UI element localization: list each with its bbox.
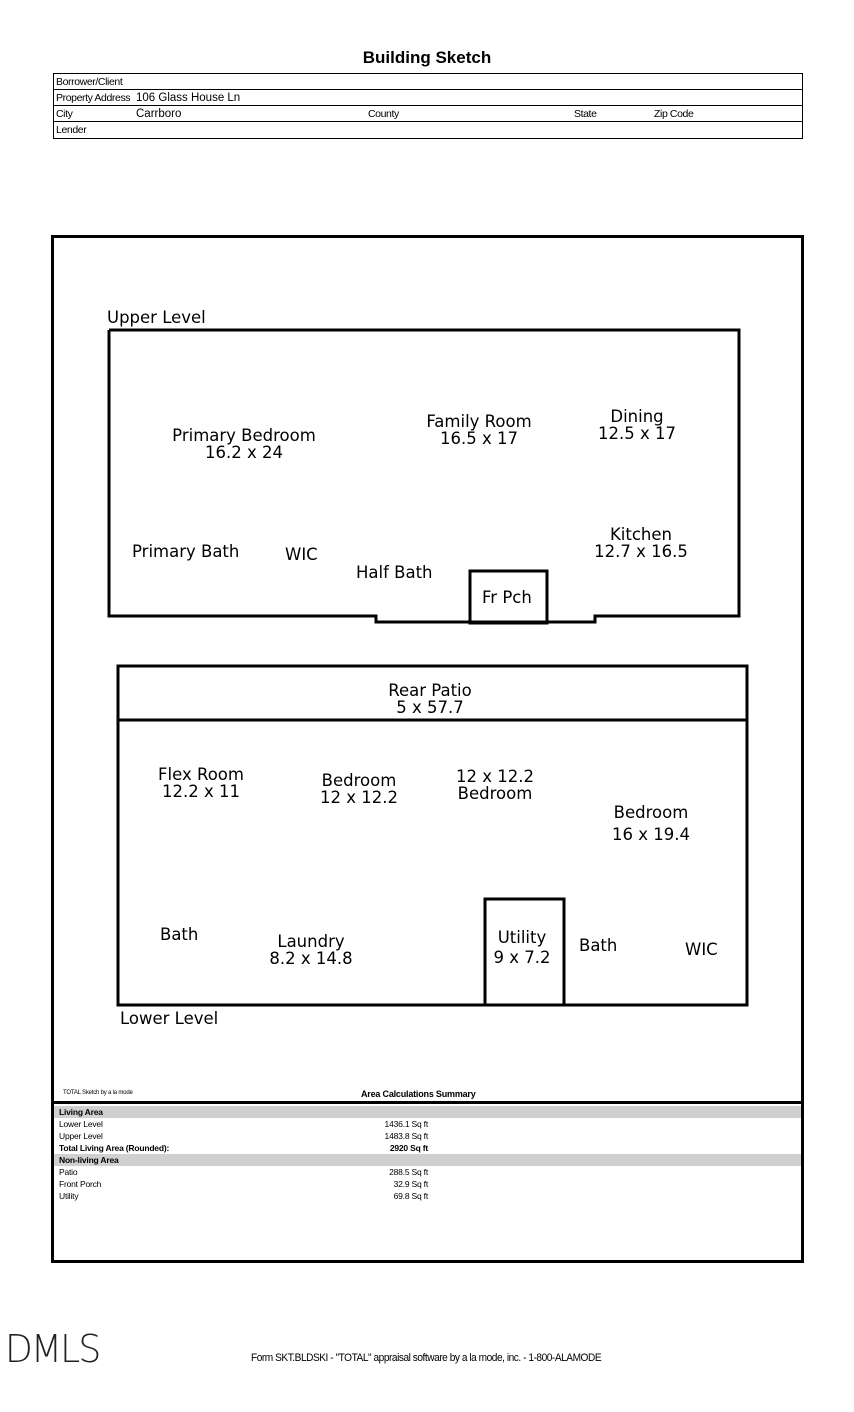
- summary-row-patio: Patio 288.5 Sq ft: [54, 1166, 801, 1178]
- address-row: Property Address 106 Glass House Ln: [54, 90, 802, 106]
- nonliving-area-header: Non-living Area: [54, 1154, 801, 1166]
- room-name: Bedroom: [321, 771, 397, 790]
- sketch-frame: [51, 235, 804, 1263]
- room-laundry: Laundry 8.2 x 14.8: [256, 933, 366, 967]
- room-bedroom-3: Bedroom 16 x 19.4: [596, 802, 706, 846]
- row-value: 69.8 Sq ft: [393, 1191, 429, 1201]
- room-front-porch: Fr Pch: [482, 588, 532, 607]
- row-label: Front Porch: [59, 1179, 102, 1189]
- summary-row-front-porch: Front Porch 32.9 Sq ft: [54, 1178, 801, 1190]
- lower-level-label: Lower Level: [120, 1009, 219, 1028]
- city-value: Carrboro: [136, 108, 182, 120]
- zip-label: Zip Code: [654, 108, 694, 120]
- footer-form-text: Form SKT.BLDSKI - "TOTAL" appraisal soft…: [251, 1352, 602, 1364]
- row-value: 2920 Sq ft: [389, 1143, 428, 1153]
- dmls-logo: DMLS: [5, 1327, 101, 1371]
- room-family-room: Family Room 16.5 x 17: [414, 413, 544, 447]
- city-label: City: [56, 108, 73, 120]
- summary-row-total-living: Total Living Area (Rounded): 2920 Sq ft: [54, 1142, 801, 1154]
- room-dims: 12.2 x 11: [162, 782, 240, 801]
- address-label: Property Address: [56, 92, 131, 104]
- borrower-label: Borrower/Client: [56, 76, 123, 88]
- room-dims: 16.2 x 24: [205, 443, 283, 462]
- row-value: 288.5 Sq ft: [389, 1167, 428, 1177]
- summary-divider: [54, 1101, 801, 1104]
- room-dims: 9 x 7.2: [493, 948, 551, 967]
- room-name: Bedroom: [457, 784, 533, 803]
- county-label: County: [368, 108, 399, 120]
- row-label: Patio: [59, 1167, 78, 1177]
- room-dims: 16 x 19.4: [612, 825, 690, 844]
- lender-label: Lender: [56, 124, 87, 136]
- page-title: Building Sketch: [362, 48, 492, 67]
- room-wic-lower: WIC: [685, 940, 718, 959]
- room-bath-1: Bath: [160, 925, 199, 944]
- row-label: Upper Level: [59, 1131, 103, 1141]
- area-summary: Living Area Lower Level 1436.1 Sq ft Upp…: [54, 1106, 801, 1202]
- front-porch-outline: [468, 569, 549, 625]
- row-value: 32.9 Sq ft: [393, 1179, 429, 1189]
- room-wic-upper: WIC: [285, 545, 318, 564]
- room-rear-patio: Rear Patio 5 x 57.7: [370, 682, 490, 716]
- room-dims: 12 x 12.2: [456, 767, 534, 786]
- borrower-row: Borrower/Client: [54, 74, 802, 90]
- row-label: Lower Level: [59, 1119, 103, 1129]
- room-name: Family Room: [426, 412, 532, 431]
- summary-row-utility: Utility 69.8 Sq ft: [54, 1190, 801, 1202]
- room-bedroom-2: 12 x 12.2 Bedroom: [440, 768, 550, 802]
- lender-row: Lender: [54, 122, 802, 138]
- room-flex-room: Flex Room 12.2 x 11: [146, 766, 256, 800]
- row-value: 1436.1 Sq ft: [384, 1119, 429, 1129]
- row-label: Total Living Area (Rounded):: [59, 1143, 170, 1153]
- room-bath-2: Bath: [579, 936, 618, 955]
- nonliving-area-label: Non-living Area: [59, 1155, 119, 1165]
- room-dims: 5 x 57.7: [396, 698, 464, 717]
- room-dims: 12 x 12.2: [320, 788, 398, 807]
- summary-row-lower-level: Lower Level 1436.1 Sq ft: [54, 1118, 801, 1130]
- address-value: 106 Glass House Ln: [136, 92, 241, 104]
- room-dims: 16.5 x 17: [440, 429, 518, 448]
- state-label: State: [574, 108, 597, 120]
- room-name: Primary Bedroom: [172, 426, 316, 445]
- upper-level-label: Upper Level: [107, 308, 206, 327]
- sketch-credit: TOTAL Sketch by a la mode: [63, 1090, 133, 1096]
- living-area-label: Living Area: [59, 1107, 103, 1117]
- room-dining: Dining 12.5 x 17: [582, 408, 692, 442]
- city-row: City Carrboro County State Zip Code: [54, 106, 802, 122]
- summary-row-upper-level: Upper Level 1483.8 Sq ft: [54, 1130, 801, 1142]
- room-dims: 8.2 x 14.8: [269, 949, 353, 968]
- room-primary-bedroom: Primary Bedroom 16.2 x 24: [164, 427, 324, 461]
- room-half-bath: Half Bath: [356, 563, 433, 582]
- room-kitchen: Kitchen 12.7 x 16.5: [582, 526, 700, 560]
- row-value: 1483.8 Sq ft: [384, 1131, 429, 1141]
- lower-level-outline: [116, 718, 749, 1007]
- utility-outline: [483, 897, 566, 1007]
- room-name: Kitchen: [609, 525, 672, 544]
- room-name: Rear Patio: [388, 681, 472, 700]
- living-area-header: Living Area: [54, 1106, 801, 1118]
- room-name: Laundry: [277, 932, 345, 951]
- room-utility: Utility 9 x 7.2: [486, 928, 558, 968]
- row-label: Utility: [59, 1191, 79, 1201]
- room-name: Flex Room: [158, 765, 244, 784]
- room-bedroom-1: Bedroom 12 x 12.2: [304, 772, 414, 806]
- room-dims: 12.5 x 17: [598, 424, 676, 443]
- room-name: Utility: [497, 928, 547, 947]
- room-name: Dining: [610, 407, 664, 426]
- room-primary-bath: Primary Bath: [132, 542, 240, 561]
- room-dims: 12.7 x 16.5: [594, 542, 688, 561]
- room-name: Bedroom: [613, 803, 689, 822]
- summary-title: Area Calculations Summary: [361, 1089, 476, 1099]
- property-info-table: Borrower/Client Property Address 106 Gla…: [53, 73, 803, 139]
